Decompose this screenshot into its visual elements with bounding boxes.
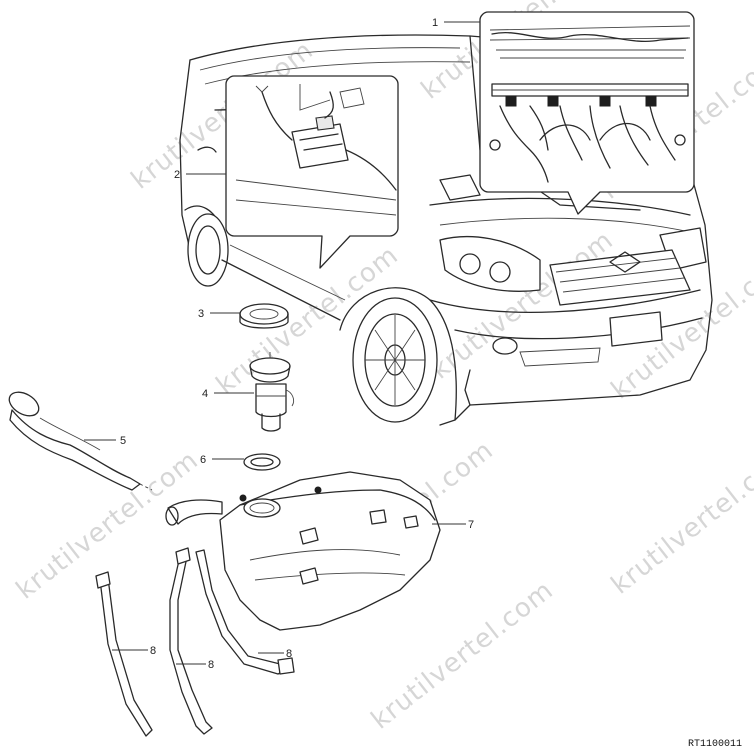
callout-5: 5: [120, 435, 126, 447]
watermark: krutilvertel.com: [606, 440, 754, 600]
callout-2: 2: [174, 169, 180, 181]
callout-8-right: 8: [286, 648, 292, 660]
callout-7: 7: [468, 519, 474, 531]
part-tank-straps: [95, 547, 295, 737]
callout-6: 6: [200, 454, 206, 466]
part-fuel-tank: [165, 471, 441, 631]
part-lock-ring: [239, 303, 289, 329]
part-fuel-pump: [249, 352, 295, 432]
vehicle-outline: [179, 34, 713, 426]
watermark: krutilvertel.com: [366, 575, 560, 735]
figure-code: RT1100011: [688, 739, 742, 750]
inset-fuel-rail: [479, 11, 695, 215]
inset-canister: [225, 75, 399, 269]
part-seal-ring: [243, 453, 281, 471]
callout-8-left: 8: [150, 645, 156, 657]
callout-3: 3: [198, 308, 204, 320]
callout-4: 4: [202, 388, 208, 400]
callout-1: 1: [432, 17, 438, 29]
callout-layer: 1 2 3 4 5 6 7 8 8 8: [84, 17, 480, 671]
part-filler-neck: [8, 391, 153, 491]
callout-8-center: 8: [208, 659, 214, 671]
